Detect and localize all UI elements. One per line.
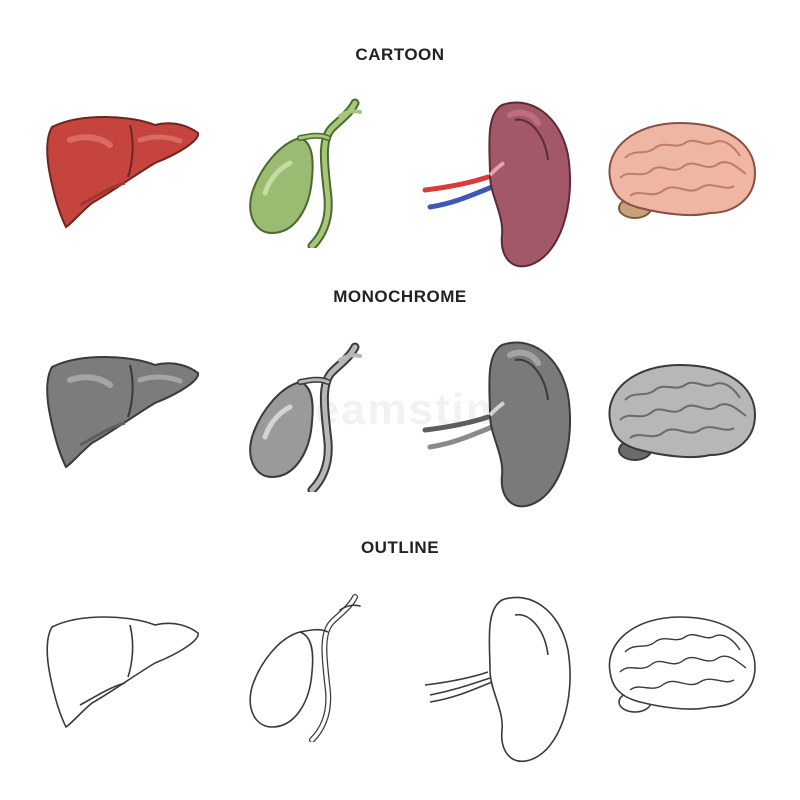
brain-shape	[608, 121, 757, 217]
liver-shape	[46, 356, 200, 469]
liver-shape	[46, 116, 200, 229]
brain-shape	[608, 616, 756, 710]
gallbladder-sac	[249, 631, 314, 728]
kidney-icon	[422, 101, 572, 268]
liver-icon	[46, 616, 199, 729]
gallbladder-icon	[249, 594, 361, 742]
liver-icon	[46, 116, 200, 229]
gallbladder-sac	[249, 380, 314, 479]
gallbladder-icon	[249, 342, 362, 492]
kidney-shape	[488, 341, 572, 508]
row-title-outline: OUTLINE	[360, 538, 440, 557]
brain-icon	[608, 616, 756, 713]
liver-icon	[46, 356, 200, 469]
kidney-icon	[424, 596, 571, 763]
row-title-monochrome: MONOCHROME	[333, 287, 467, 306]
kidney-shape	[488, 101, 572, 268]
liver-shape	[46, 616, 199, 729]
brain-icon	[608, 121, 757, 219]
kidney-shape	[488, 596, 571, 763]
brain-shape	[608, 363, 757, 459]
row-title-cartoon: CARTOON	[355, 45, 445, 64]
gallbladder-sac	[249, 136, 314, 235]
kidney-icon	[422, 341, 572, 508]
brain-icon	[608, 363, 757, 461]
gallbladder-icon	[249, 98, 362, 248]
